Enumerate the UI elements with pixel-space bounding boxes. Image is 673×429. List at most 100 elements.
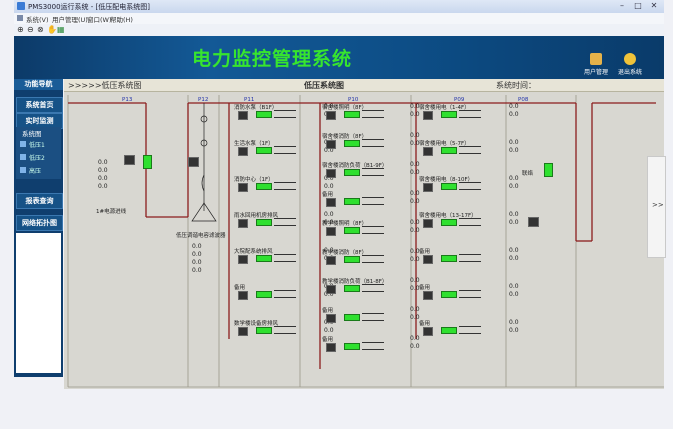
close-icon[interactable]: ✕ — [646, 1, 662, 11]
p10-feeder-label: 备用 — [322, 306, 333, 314]
p12-label: 低压调谐电容滤波器 — [176, 231, 226, 239]
breaker-icon[interactable] — [441, 255, 457, 262]
breaker-icon[interactable] — [256, 255, 272, 262]
meter-icon[interactable] — [423, 291, 433, 300]
maximize-icon[interactable]: □ — [630, 1, 646, 11]
meter-icon[interactable] — [238, 255, 248, 264]
breaker-icon[interactable] — [441, 111, 457, 118]
panel-p08: P08 — [518, 97, 528, 103]
breaker-icon[interactable] — [344, 343, 360, 350]
breaker-icon[interactable] — [256, 219, 272, 226]
save-icon[interactable]: ▦ — [57, 25, 65, 34]
meter-icon[interactable] — [326, 140, 336, 149]
reading-value: 0.0 — [410, 227, 420, 234]
breaker-icon[interactable] — [441, 147, 457, 154]
scroll-button[interactable]: >> — [647, 156, 666, 258]
breaker-icon[interactable] — [344, 314, 360, 321]
breaker-icon[interactable] — [344, 169, 360, 176]
p10-feeder-label: 宿舍楼照明（8F） — [322, 103, 367, 111]
nav-high-voltage[interactable]: 高压 — [29, 166, 41, 175]
breaker-icon[interactable] — [256, 111, 272, 118]
meter-icon[interactable] — [238, 291, 248, 300]
ct-icon — [459, 290, 481, 298]
reading-value: 0.0 — [410, 256, 420, 263]
menu-user[interactable]: 用户管理(U) — [52, 14, 88, 24]
p10-feeder-label: 教学楼照明（8F） — [322, 219, 367, 227]
meter-icon[interactable] — [423, 147, 433, 156]
zoom-out-icon[interactable]: ⊖ — [27, 25, 34, 34]
breaker-icon[interactable] — [441, 183, 457, 190]
breaker-icon[interactable] — [256, 183, 272, 190]
breaker-icon[interactable] — [441, 291, 457, 298]
p10-feeder-label: 备用 — [322, 335, 333, 343]
meter-icon[interactable] — [238, 327, 248, 336]
reading-value: 0.0 — [410, 306, 420, 313]
users-icon — [590, 53, 602, 65]
user-manage-label: 用户管理 — [584, 69, 608, 76]
breaker-icon[interactable] — [256, 327, 272, 334]
meter-icon[interactable] — [423, 255, 433, 264]
pan-icon[interactable]: ✋ — [47, 25, 57, 34]
minimize-icon[interactable]: – — [614, 1, 630, 11]
meter-icon[interactable] — [326, 343, 336, 352]
p09-feeder-label: 备用 — [419, 319, 430, 327]
ct-icon — [362, 226, 384, 234]
nav-low-voltage-2[interactable]: 低压2 — [29, 153, 45, 162]
meter-icon[interactable] — [188, 157, 199, 167]
app-icon — [17, 2, 25, 10]
nav-home[interactable]: 系统首页 — [16, 97, 63, 113]
p11-feeder-label: 雨水回用机房排风 — [234, 211, 278, 219]
meter-icon[interactable] — [238, 111, 248, 120]
meter-icon[interactable] — [238, 219, 248, 228]
zoom-in-icon[interactable]: ⊕ — [17, 25, 24, 34]
breaker-icon[interactable] — [441, 327, 457, 334]
breaker-icon[interactable] — [441, 219, 457, 226]
nav-low-voltage-1[interactable]: 低压1 — [29, 140, 45, 149]
breaker-icon[interactable] — [256, 147, 272, 154]
breaker-icon[interactable] — [344, 256, 360, 263]
breaker-icon[interactable] — [344, 227, 360, 234]
p13-value: 0.0 — [98, 183, 108, 190]
menu-window[interactable]: 窗口(W) — [87, 14, 112, 24]
nav-system-diagram[interactable]: 系统图 — [22, 128, 42, 138]
nav-topology[interactable]: 网络拓扑图 — [16, 215, 63, 231]
p08-label: 联络 — [522, 169, 533, 177]
meter-icon[interactable] — [326, 198, 336, 207]
breaker-icon[interactable] — [344, 198, 360, 205]
menu-system[interactable]: 系统(V) — [26, 14, 49, 24]
meter-icon[interactable] — [326, 227, 336, 236]
meter-icon[interactable] — [528, 217, 539, 227]
reading-value: 0.0 — [509, 255, 519, 262]
meter-icon[interactable] — [423, 219, 433, 228]
breaker-icon[interactable] — [344, 111, 360, 118]
breaker-icon[interactable] — [344, 140, 360, 147]
meter-icon[interactable] — [326, 314, 336, 323]
nav-sub-panel: 系统图 低压1 低压2 高压 — [16, 127, 61, 179]
meter-icon[interactable] — [423, 327, 433, 336]
breaker-icon[interactable] — [143, 155, 152, 169]
meter-icon[interactable] — [326, 111, 336, 120]
p10-feeder-label: 教学楼消防（8F） — [322, 248, 367, 256]
meter-icon[interactable] — [326, 285, 336, 294]
meter-icon[interactable] — [124, 155, 135, 165]
nav-report[interactable]: 报表查询 — [16, 193, 63, 209]
window-title: PMS3000运行系统 - [低压配电系统图] — [28, 2, 150, 12]
p13-value: 0.0 — [98, 167, 108, 174]
meter-icon[interactable] — [326, 256, 336, 265]
menu-help[interactable]: 帮助(H) — [110, 14, 133, 24]
zoom-fit-icon[interactable]: ⊗ — [37, 25, 44, 34]
meter-icon[interactable] — [423, 183, 433, 192]
ct-icon — [274, 110, 296, 118]
meter-icon[interactable] — [423, 111, 433, 120]
breaker-icon[interactable] — [544, 163, 553, 177]
reading-value: 0.0 — [509, 111, 519, 118]
exit-button[interactable]: 退出系统 — [610, 53, 650, 76]
breaker-icon[interactable] — [256, 291, 272, 298]
meter-icon[interactable] — [238, 183, 248, 192]
ct-icon — [362, 255, 384, 263]
meter-icon[interactable] — [238, 147, 248, 156]
ct-icon — [274, 326, 296, 334]
breaker-icon[interactable] — [344, 285, 360, 292]
meter-icon[interactable] — [326, 169, 336, 178]
ct-icon — [362, 313, 384, 321]
